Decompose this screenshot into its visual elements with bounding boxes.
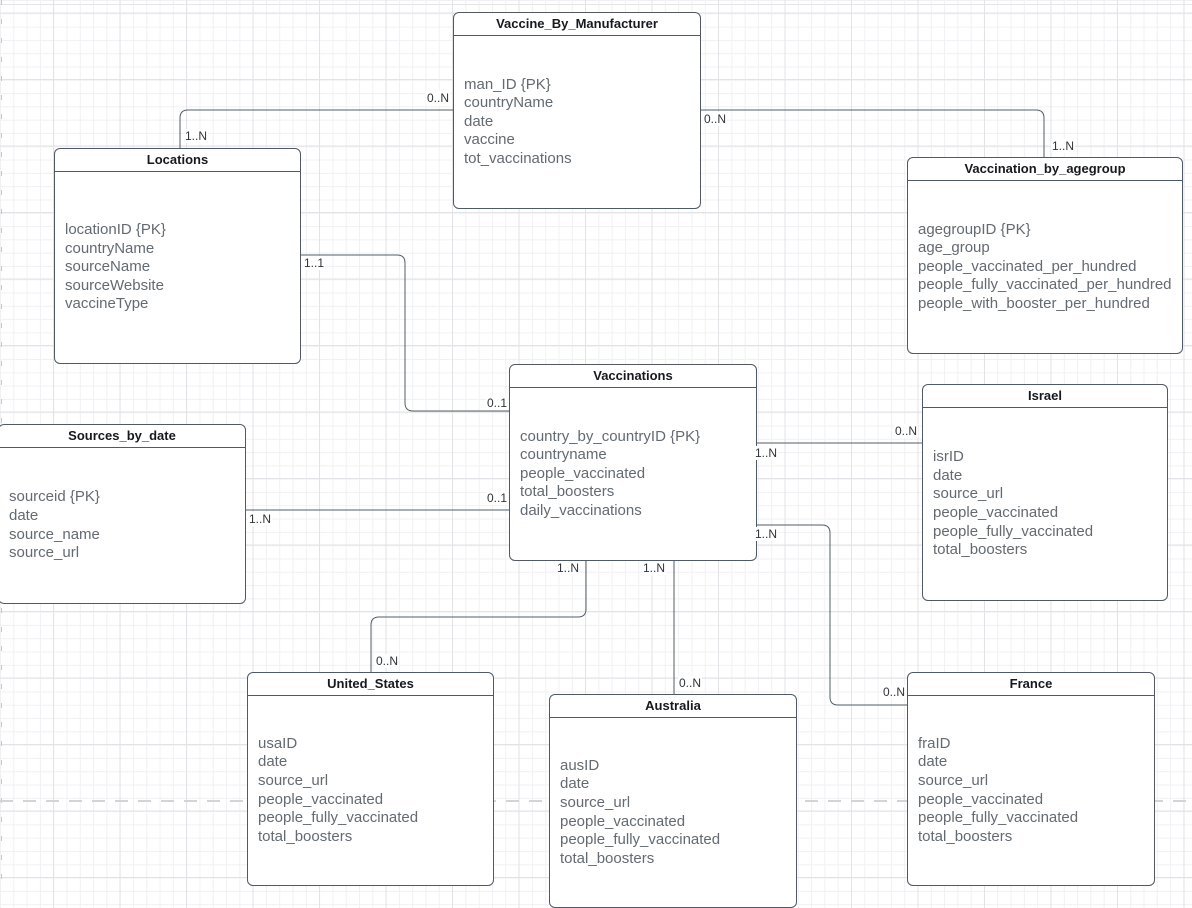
entity-attribute-list: sourceid {PK} date source_name source_ur… bbox=[0, 448, 245, 603]
attribute-row: countryName bbox=[65, 239, 155, 257]
attribute-row: people_with_booster_per_hundred bbox=[918, 294, 1150, 312]
entity-attribute-list: locationID {PK} countryName sourceName s… bbox=[55, 172, 300, 363]
attribute-row: date bbox=[918, 753, 948, 771]
entity-title: United_States bbox=[248, 673, 493, 696]
attribute-row: vaccine bbox=[464, 131, 515, 149]
attribute-row: daily_vaccinations bbox=[520, 501, 642, 519]
attribute-row: usaID bbox=[258, 734, 298, 752]
edge-vaccinations-france[interactable] bbox=[757, 524, 907, 706]
attribute-row: date bbox=[933, 466, 963, 484]
attribute-row: man_ID {PK} bbox=[464, 75, 551, 93]
entity-title: Sources_by_date bbox=[0, 425, 245, 448]
entity-israel[interactable]: Israel isrID date source_url people_vacc… bbox=[922, 384, 1168, 601]
attribute-row: source_url bbox=[9, 544, 80, 562]
cardinality-label-israel-end[interactable]: 0..N bbox=[894, 424, 919, 438]
attribute-row: sourceName bbox=[65, 258, 151, 276]
cardinality-label-locations-end[interactable]: 1..1 bbox=[303, 256, 326, 270]
attribute-row: total_boosters bbox=[560, 849, 655, 867]
entity-attribute-list: man_ID {PK} countryName date vaccine tot… bbox=[454, 36, 700, 208]
entity-australia[interactable]: Australia ausID date source_url people_v… bbox=[549, 694, 797, 908]
attribute-row: people_vaccinated bbox=[933, 504, 1059, 521]
attribute-row: countryName bbox=[464, 94, 554, 112]
attribute-row: isrID bbox=[933, 448, 964, 466]
cardinality-label-vaccinations-end[interactable]: 1..N bbox=[754, 527, 779, 541]
cardinality-label-france-end[interactable]: 0..N bbox=[882, 685, 907, 699]
entity-attribute-list: usaID date source_url people_vaccinated … bbox=[248, 696, 493, 885]
entity-attribute-list: country_by_countryID {PK} countryname pe… bbox=[510, 388, 756, 560]
attribute-row: source_url bbox=[933, 485, 1004, 503]
entity-title: Vaccinations bbox=[510, 365, 756, 388]
edge-locations-vaccinations[interactable] bbox=[301, 254, 509, 412]
attribute-row: sourceid {PK} bbox=[9, 488, 100, 506]
edge-vaccinations-united-states[interactable] bbox=[370, 561, 587, 672]
attribute-row: fraID bbox=[918, 734, 951, 752]
entity-vaccination-by-agegroup[interactable]: Vaccination_by_agegroup agegroupID {PK} … bbox=[907, 157, 1183, 354]
attribute-row: age_group bbox=[918, 239, 990, 257]
attribute-row: tot_vaccinations bbox=[464, 149, 572, 167]
cardinality-label-united-states-end[interactable]: 0..N bbox=[375, 654, 400, 668]
attribute-row: source_url bbox=[258, 771, 329, 789]
entity-locations[interactable]: Locations locationID {PK} countryName so… bbox=[54, 148, 301, 364]
attribute-row: total_boosters bbox=[918, 827, 1013, 845]
entity-sources-by-date[interactable]: Sources_by_date sourceid {PK} date sourc… bbox=[0, 424, 246, 604]
attribute-row: date bbox=[9, 506, 39, 524]
attribute-row: people_vaccinated bbox=[520, 464, 646, 482]
entity-title: Locations bbox=[55, 149, 300, 172]
entity-title: France bbox=[908, 673, 1154, 696]
cardinality-label-vaccinations-end[interactable]: 1..N bbox=[754, 446, 779, 460]
entity-attribute-list: agegroupID {PK} age_group people_vaccina… bbox=[908, 181, 1182, 353]
entity-title: Vaccination_by_agegroup bbox=[908, 158, 1182, 181]
attribute-row: ausID bbox=[560, 756, 600, 774]
edge-vaccine-by-manufacturer-vaccination-by-agegroup[interactable] bbox=[701, 109, 1045, 157]
cardinality-label-manufacturer-end[interactable]: 0..N bbox=[426, 91, 451, 105]
canvas-top-guide-line bbox=[0, 4, 1192, 5]
entity-title: Israel bbox=[923, 385, 1167, 408]
entity-attribute-list: fraID date source_url people_vaccinated … bbox=[908, 696, 1154, 885]
cardinality-label-australia-end[interactable]: 0..N bbox=[678, 676, 703, 690]
attribute-row: total_boosters bbox=[933, 541, 1028, 559]
cardinality-label-agegroup-end[interactable]: 1..N bbox=[1051, 139, 1076, 153]
cardinality-label-vaccinations-end[interactable]: 1..N bbox=[642, 561, 667, 575]
attribute-row: total_boosters bbox=[258, 827, 353, 845]
attribute-row: date bbox=[560, 775, 590, 793]
attribute-row: sourceWebsite bbox=[65, 276, 164, 294]
attribute-row: people_vaccinated_per_hundred bbox=[918, 257, 1137, 275]
entity-united-states[interactable]: United_States usaID date source_url peop… bbox=[247, 672, 494, 886]
attribute-row: people_vaccinated bbox=[918, 790, 1044, 808]
attribute-row: people_fully_vaccinated bbox=[258, 809, 419, 827]
attribute-row: locationID {PK} bbox=[65, 221, 166, 239]
entity-vaccinations[interactable]: Vaccinations country_by_countryID {PK} c… bbox=[509, 364, 757, 561]
attribute-row: countryname bbox=[520, 446, 607, 464]
attribute-row: people_fully_vaccinated bbox=[933, 522, 1094, 540]
cardinality-label-locations-end[interactable]: 1..N bbox=[184, 129, 209, 143]
attribute-row: people_vaccinated bbox=[258, 790, 384, 808]
attribute-row: people_vaccinated bbox=[560, 812, 686, 830]
cardinality-label-manufacturer-end[interactable]: 0..N bbox=[703, 112, 728, 126]
attribute-row: source_url bbox=[918, 771, 989, 789]
edge-vaccine-by-manufacturer-locations[interactable] bbox=[179, 109, 453, 148]
cardinality-label-vaccinations-end[interactable]: 1..N bbox=[556, 561, 581, 575]
attribute-row: date bbox=[258, 753, 288, 771]
entity-vaccine-by-manufacturer[interactable]: Vaccine_By_Manufacturer man_ID {PK} coun… bbox=[453, 12, 701, 209]
attribute-row: country_by_countryID {PK} bbox=[520, 427, 701, 445]
entity-title: Vaccine_By_Manufacturer bbox=[454, 13, 700, 36]
attribute-row: people_fully_vaccinated_per_hundred bbox=[918, 276, 1172, 294]
entity-attribute-list: isrID date source_url people_vaccinated … bbox=[923, 408, 1167, 600]
attribute-row: total_boosters bbox=[520, 483, 615, 501]
cardinality-label-vaccinations-end[interactable]: 0..1 bbox=[486, 396, 509, 410]
attribute-row: agegroupID {PK} bbox=[918, 220, 1031, 238]
attribute-row: people_fully_vaccinated bbox=[560, 831, 721, 849]
entity-france[interactable]: France fraID date source_url people_vacc… bbox=[907, 672, 1155, 886]
cardinality-label-sources-end[interactable]: 1..N bbox=[248, 512, 273, 526]
attribute-row: vaccineType bbox=[65, 295, 149, 313]
cardinality-label-vaccinations-end[interactable]: 0..1 bbox=[486, 491, 509, 505]
attribute-row: date bbox=[464, 112, 494, 130]
entity-title: Australia bbox=[550, 695, 796, 718]
relationship-edges-layer bbox=[179, 109, 1045, 706]
attribute-row: source_name bbox=[9, 525, 100, 543]
entity-attribute-list: ausID date source_url people_vaccinated … bbox=[550, 718, 796, 907]
attribute-row: source_url bbox=[560, 793, 631, 811]
attribute-row: people_fully_vaccinated bbox=[918, 809, 1079, 827]
